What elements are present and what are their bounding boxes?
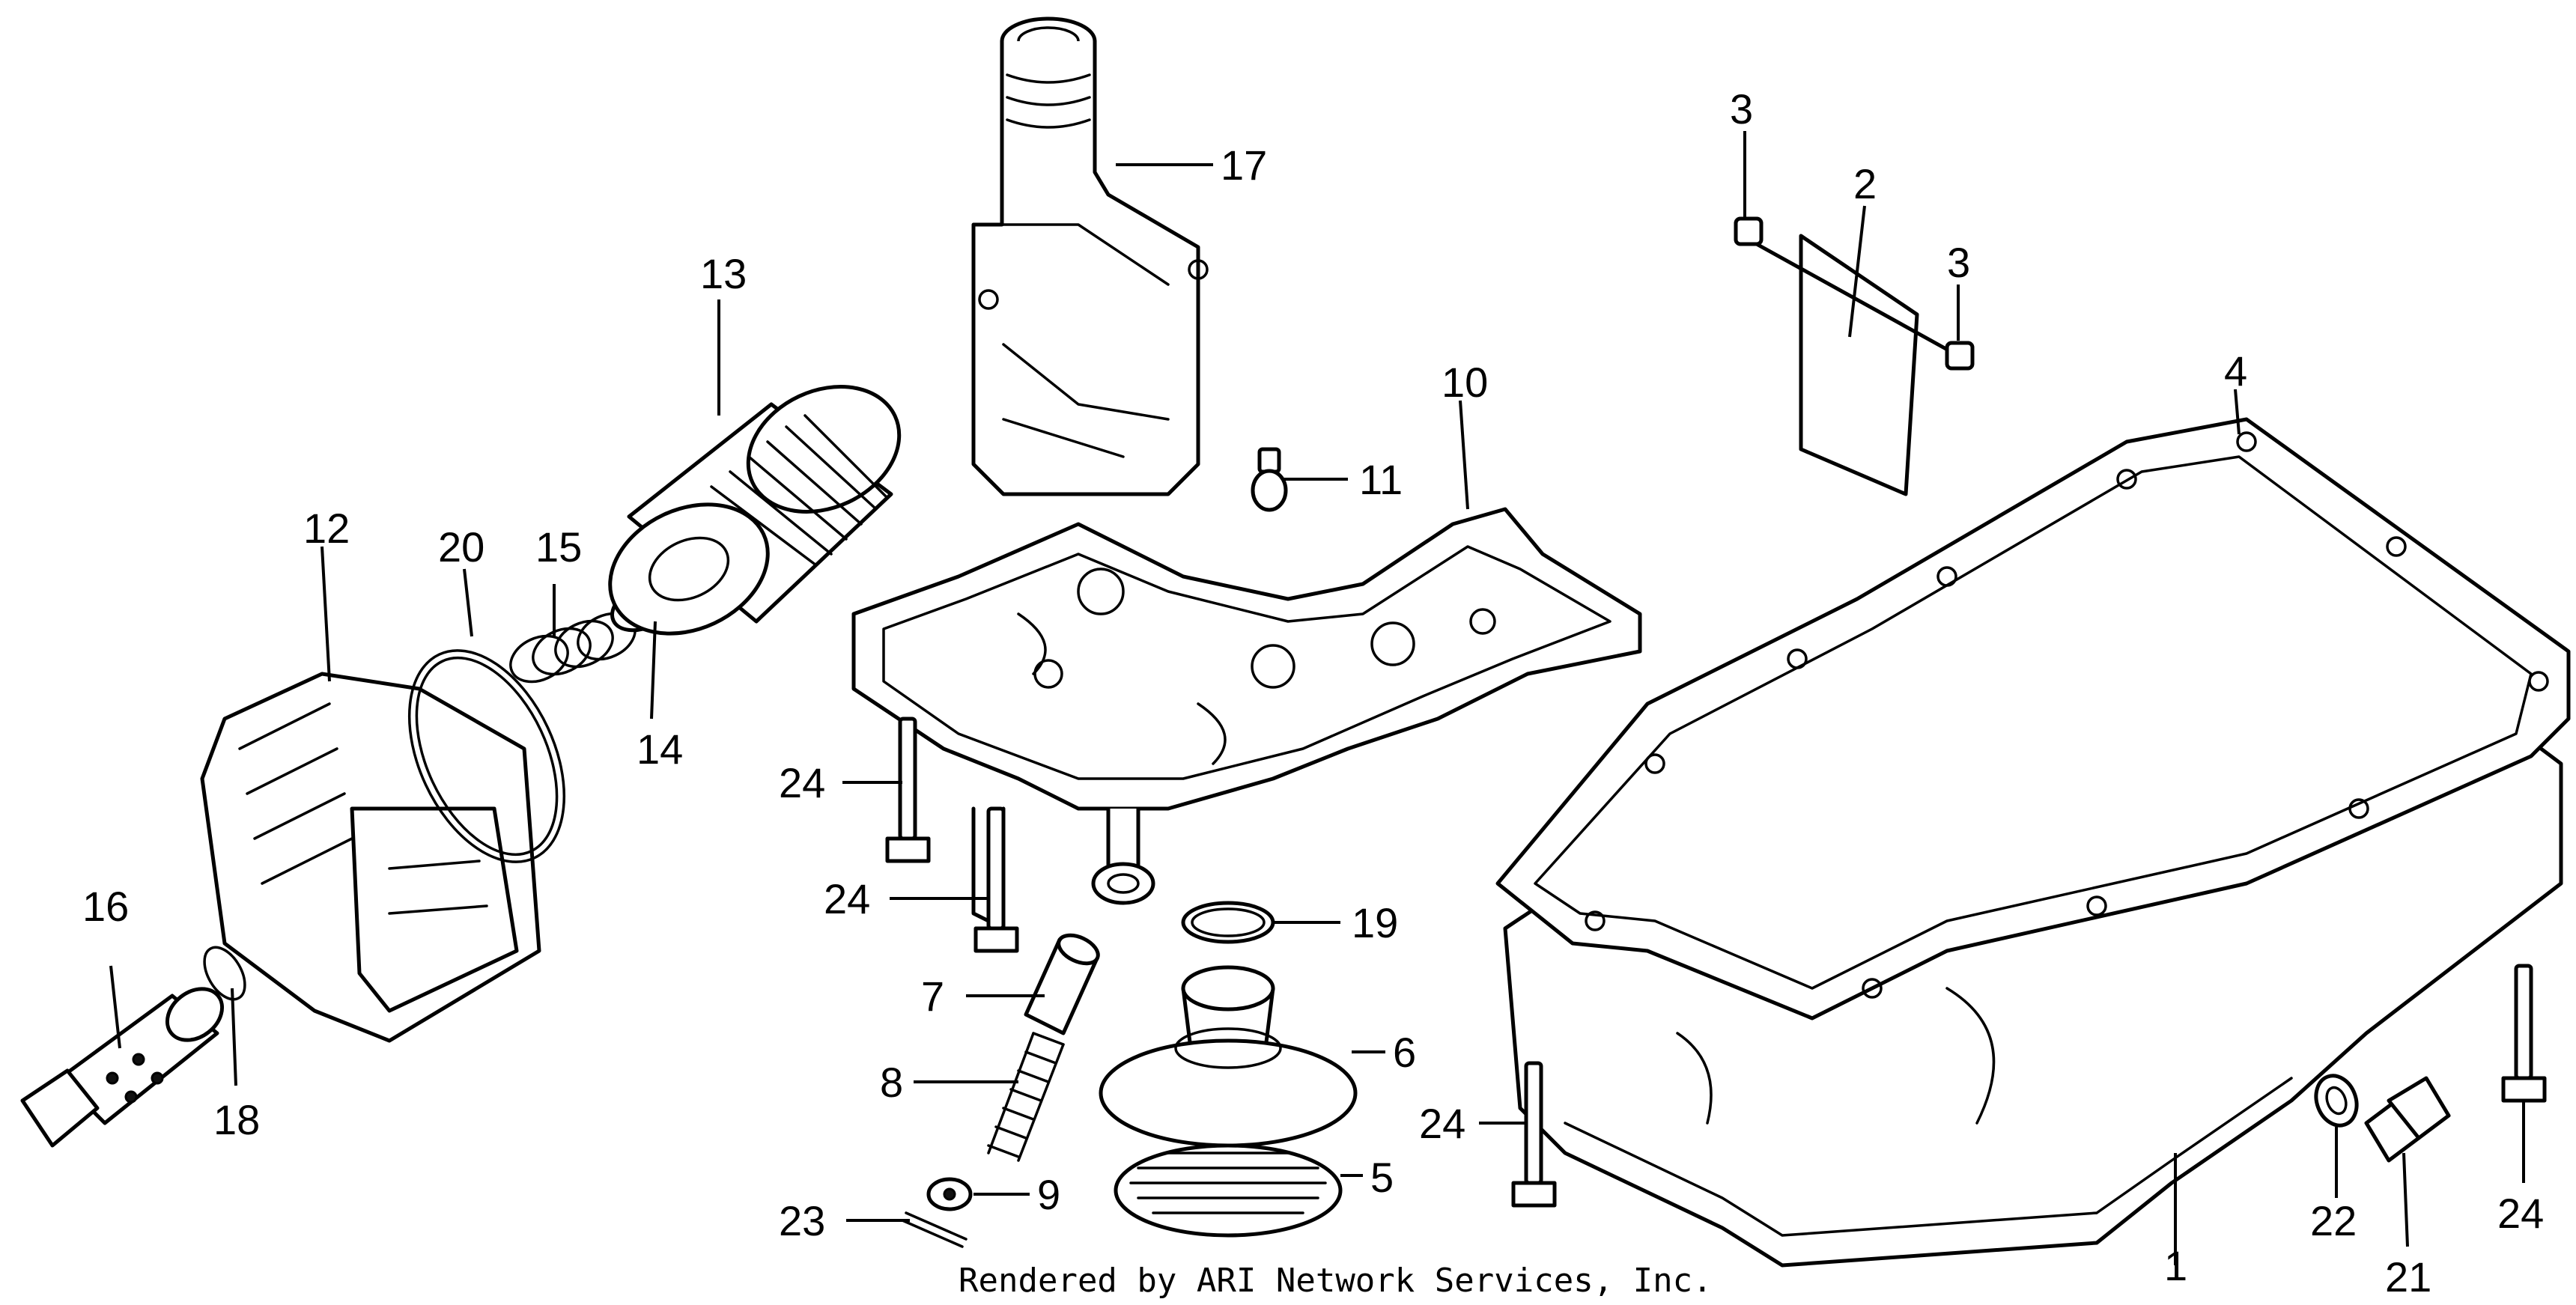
callout-13: 13: [700, 250, 747, 297]
callout-24-b: 24: [824, 875, 870, 922]
part-11-bolt: [1251, 447, 1288, 512]
part-23-cotter-pin: [901, 1211, 967, 1248]
callout-14: 14: [637, 725, 683, 773]
part-9-washer: [926, 1177, 973, 1211]
callout-24-c: 24: [1419, 1100, 1465, 1147]
part-24-bolt-d: [2501, 964, 2547, 1103]
part-17-oil-pump: [971, 16, 1209, 496]
callout-18: 18: [213, 1096, 260, 1143]
part-8-spring: [987, 1032, 1065, 1162]
callout-2: 2: [1853, 160, 1877, 207]
callout-11: 11: [1359, 456, 1403, 503]
callout-24-d: 24: [2497, 1190, 2544, 1237]
part-22-washer: [2314, 1074, 2359, 1128]
part-10-gasket-plate: [851, 507, 1642, 931]
rendered-by-credit: Rendered by ARI Network Services, Inc.: [959, 1262, 1713, 1300]
part-5-screen: [1114, 1143, 1343, 1238]
part-2-baffle-plate: [1734, 216, 1975, 496]
part-21-drain-bolt: [2364, 1076, 2451, 1163]
callout-6: 6: [1393, 1029, 1416, 1076]
callout-17: 17: [1221, 142, 1267, 189]
callout-21: 21: [2385, 1253, 2431, 1301]
part-4-oil-pan-gasket: [1495, 417, 2571, 1020]
callout-3-right: 3: [1947, 239, 1970, 286]
callout-23: 23: [779, 1197, 825, 1244]
callout-labels: 17 11 10 3 2 3 4 13 12 20 15 14 24 24 19…: [82, 85, 2544, 1301]
part-19-o-ring: [1181, 901, 1275, 944]
part-20-o-ring: [407, 649, 566, 863]
callout-15: 15: [535, 523, 582, 571]
part-24-bolt-b: [973, 806, 1019, 953]
callout-12: 12: [303, 505, 350, 552]
part-6-strainer: [1099, 965, 1358, 1148]
part-18-o-ring: [203, 946, 246, 1001]
callout-9: 9: [1037, 1171, 1060, 1218]
callout-20: 20: [438, 523, 484, 571]
leader-lines: [109, 131, 2525, 1265]
part-16-filter-bolt: [20, 987, 225, 1148]
part-7-relief-valve: [1024, 933, 1100, 1035]
callout-8: 8: [880, 1059, 903, 1106]
callout-24-a: 24: [779, 759, 825, 806]
callout-3-left: 3: [1730, 85, 1753, 133]
callout-4: 4: [2224, 347, 2247, 395]
callout-22: 22: [2310, 1197, 2357, 1244]
callout-19: 19: [1352, 899, 1398, 946]
callout-16: 16: [82, 883, 129, 930]
callout-1: 1: [2164, 1242, 2187, 1289]
callout-7: 7: [921, 973, 944, 1020]
part-13-oil-filter: [608, 385, 902, 636]
part-24-bolt-a: [885, 717, 931, 863]
part-12-filter-cover: [200, 672, 541, 1043]
callout-10: 10: [1442, 359, 1488, 406]
callout-5: 5: [1370, 1154, 1394, 1201]
